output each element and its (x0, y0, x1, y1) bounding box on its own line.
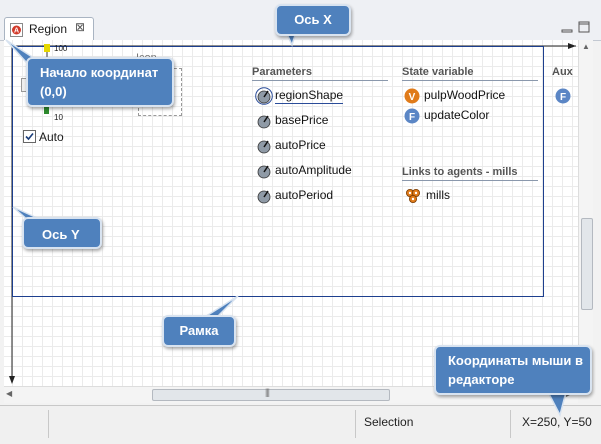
auto-label: Auto (39, 130, 64, 144)
scroll-up-icon[interactable]: ▲ (582, 42, 590, 51)
state-variable-label: updateColor (424, 108, 490, 122)
callout-mouse-coordinates: Координаты мыши в редакторе (434, 345, 592, 395)
vertical-scroll-thumb[interactable] (581, 218, 593, 310)
status-divider (48, 410, 49, 438)
minimize-icon[interactable] (561, 22, 573, 34)
svg-text:F: F (560, 92, 566, 103)
state-variable-label: pulpWoodPrice (424, 88, 506, 102)
status-mouse-coordinates: X=250, Y=50 (522, 415, 592, 429)
parameter-item[interactable]: autoPrice (255, 137, 385, 155)
slider-green-marker (44, 102, 49, 114)
slider-max-label: 100 (54, 44, 68, 53)
parameter-icon (257, 190, 271, 204)
aux-section-title: Aux (552, 66, 573, 78)
tab-title: Region (29, 22, 68, 36)
close-icon[interactable]: ⊠ (75, 20, 86, 34)
link-label: mills (426, 188, 450, 202)
status-mode: Selection (364, 415, 414, 429)
svg-text:A: A (14, 28, 19, 35)
horizontal-scroll-thumb[interactable]: ||| (152, 387, 390, 401)
parameter-item[interactable]: basePrice (255, 112, 385, 130)
svg-text:V: V (409, 92, 416, 103)
model-agent-icon: A (10, 23, 23, 37)
scroll-left-icon[interactable]: ◀ (6, 389, 13, 398)
callout-origin: Начало координат (0,0) (26, 57, 174, 107)
links-section-title: Links to agents - mills (402, 166, 538, 181)
parameter-label: autoPeriod (275, 188, 334, 202)
parameter-icon (257, 140, 271, 154)
status-divider (510, 410, 511, 438)
state-variable-item[interactable]: F updateColor (404, 107, 534, 125)
svg-text:F: F (409, 112, 415, 123)
callout-y-axis: Ось Y (22, 217, 102, 249)
state-variable-item[interactable]: V pulpWoodPrice (404, 87, 534, 105)
frame (12, 46, 544, 297)
parameter-label: regionShape (275, 88, 344, 104)
link-item[interactable]: mills (404, 187, 534, 205)
status-divider (355, 410, 356, 438)
status-bar: Selection X=250, Y=50 (0, 405, 601, 444)
parameter-icon (255, 87, 273, 105)
parameter-label: basePrice (275, 113, 329, 127)
parameter-icon (257, 165, 271, 179)
agent-population-icon (406, 189, 420, 203)
grip-icon: ||| (265, 387, 270, 397)
slider-min-label: 10 (54, 113, 63, 122)
auto-checkbox[interactable] (23, 130, 36, 143)
parameter-item[interactable]: regionShape (255, 87, 385, 105)
callout-x-axis: Ось X (275, 4, 351, 36)
parameters-section-title: Parameters (252, 66, 388, 81)
parameter-icon (257, 115, 271, 129)
parameter-item[interactable]: autoAmplitude (255, 162, 385, 180)
check-icon (25, 132, 34, 141)
parameter-item[interactable]: autoPeriod (255, 187, 385, 205)
function-icon[interactable]: F (555, 88, 571, 104)
parameter-label: autoPrice (275, 138, 326, 152)
slider-yellow-marker (44, 44, 50, 52)
maximize-icon[interactable] (578, 21, 590, 33)
callout-frame: Рамка (162, 315, 236, 347)
parameter-label: autoAmplitude (275, 163, 352, 177)
variable-icon: V (404, 88, 420, 104)
state-variable-section-title: State variable (402, 66, 538, 81)
tab-region[interactable]: A Region ⊠ (4, 17, 94, 42)
function-icon: F (404, 108, 420, 124)
